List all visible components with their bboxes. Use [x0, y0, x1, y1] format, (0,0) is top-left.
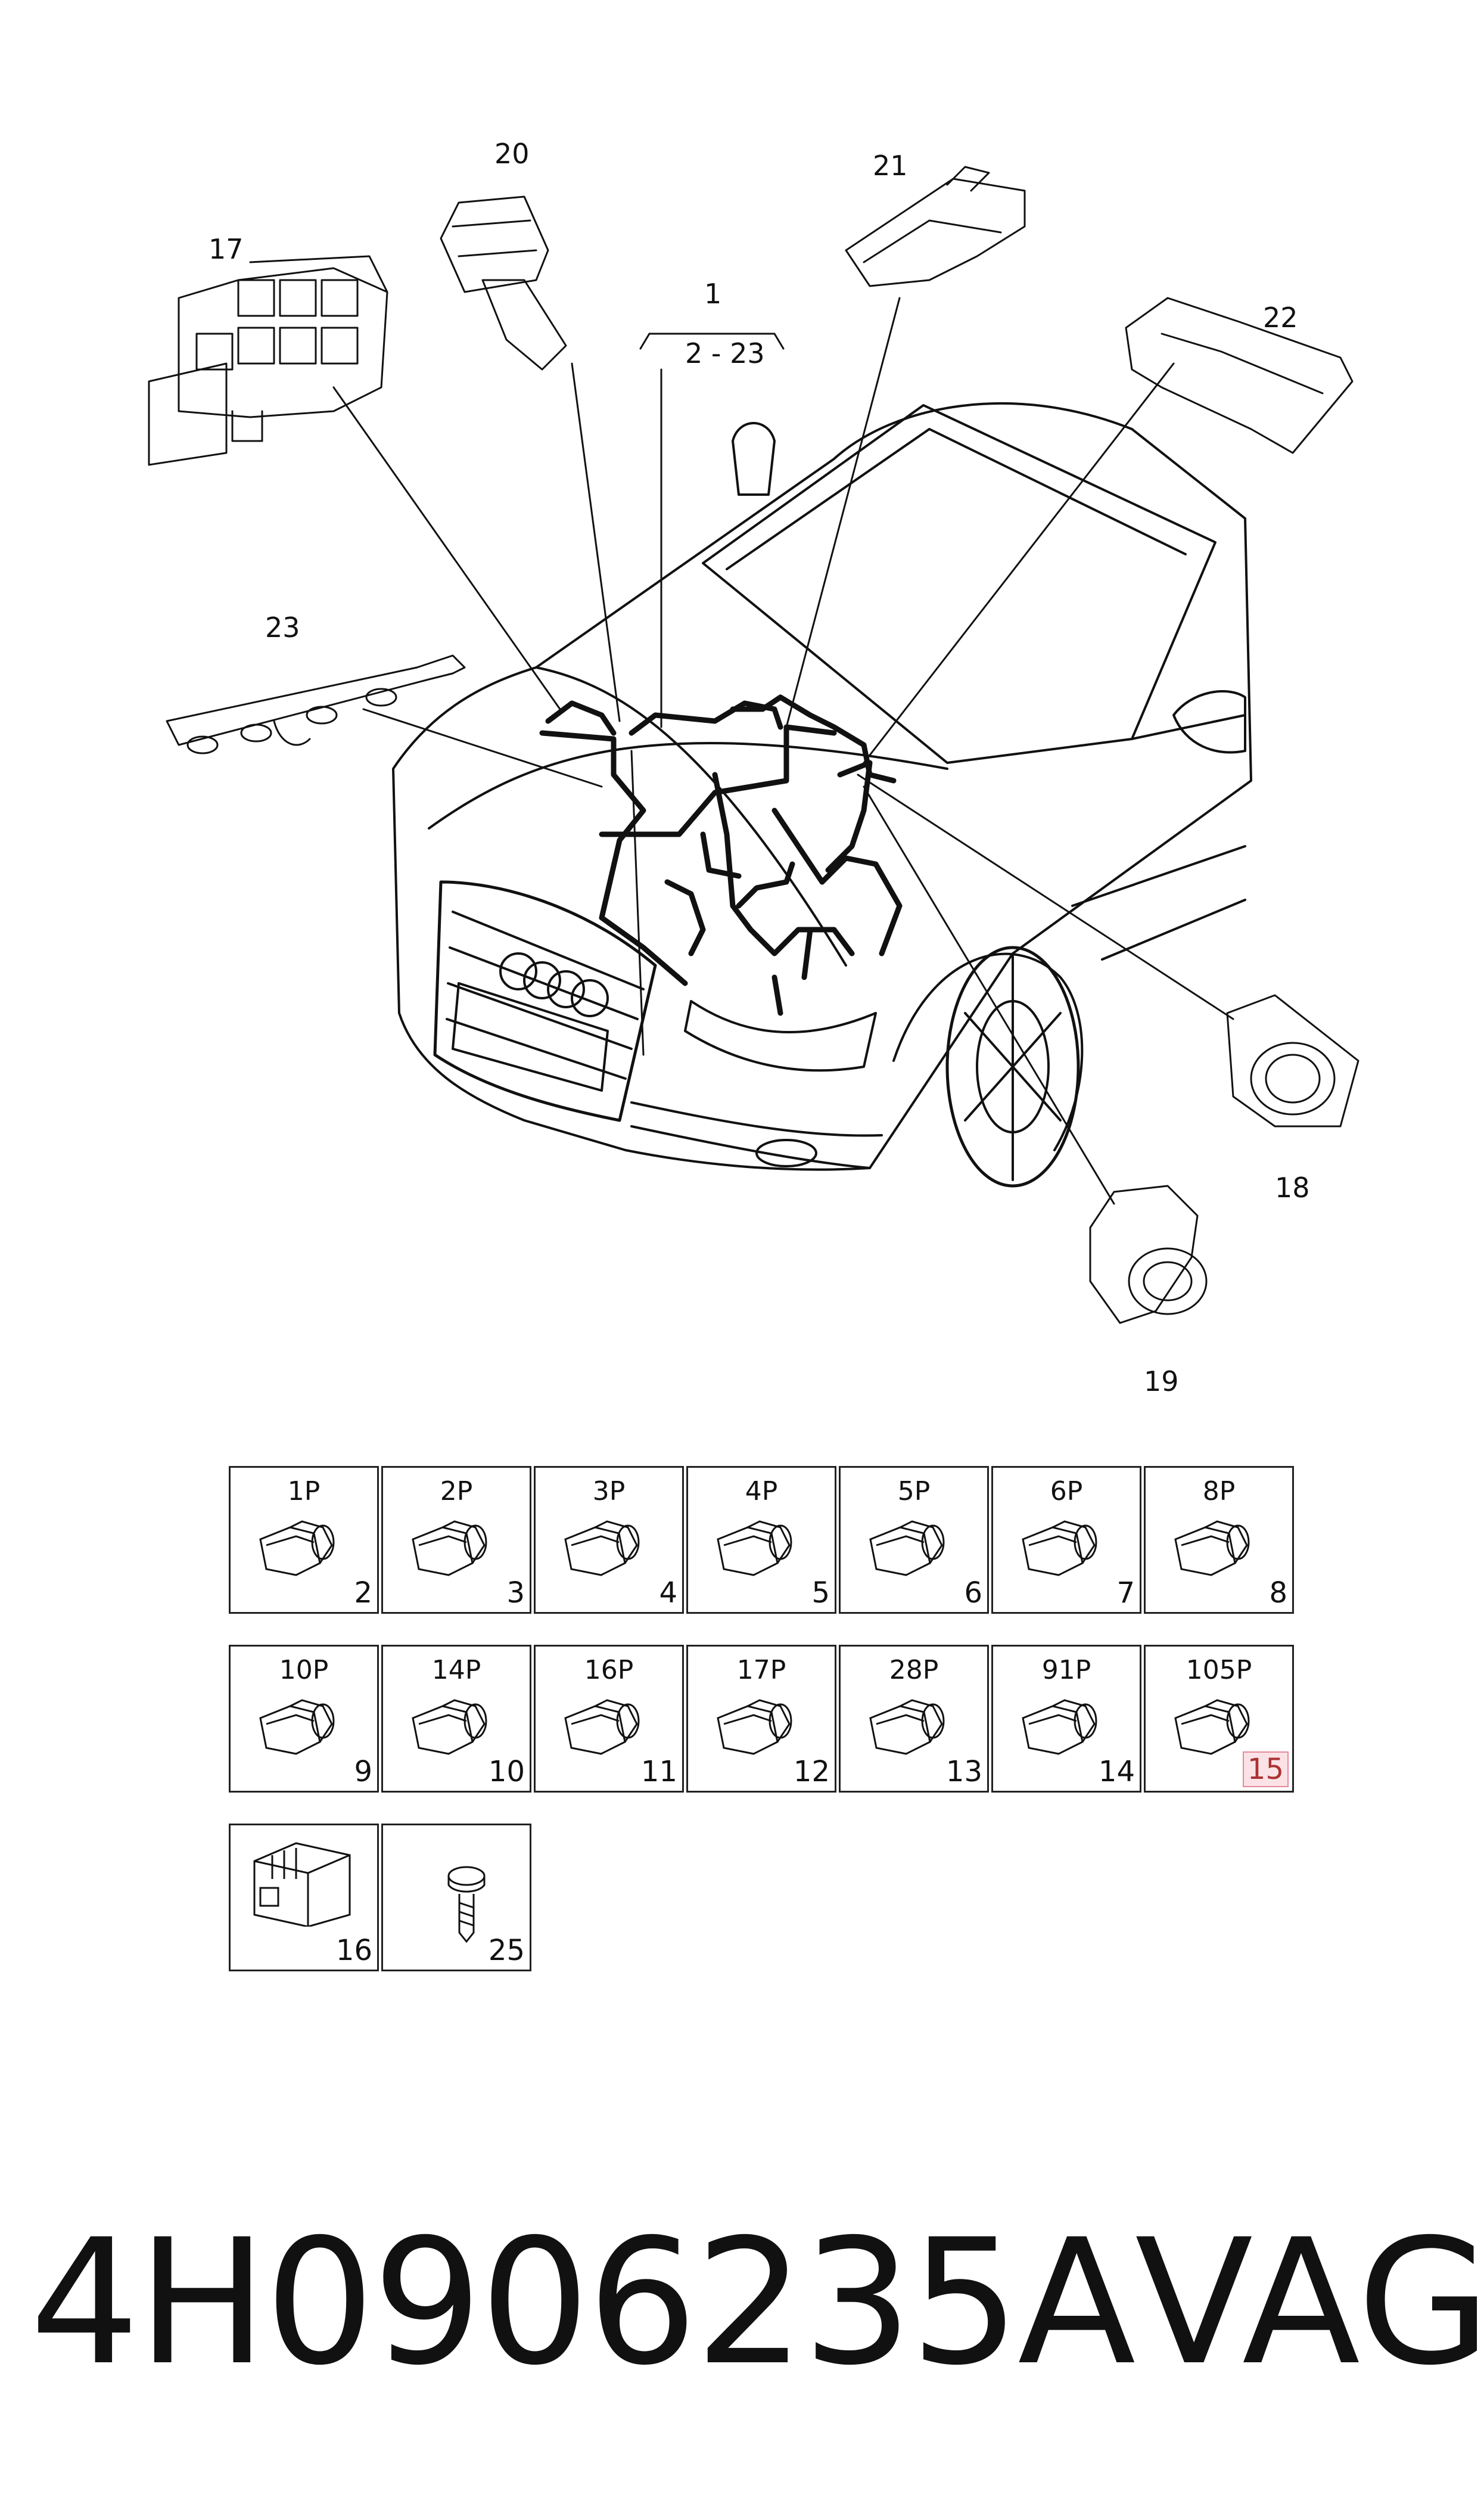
connector-plug-icon [412, 1699, 487, 1755]
rail-23-drawing [166, 654, 466, 754]
connector-plug-icon [259, 1699, 335, 1755]
cover-21-drawing [845, 166, 1026, 287]
connector-cell[interactable]: 17P 12 [686, 1645, 836, 1793]
connector-number: 10 [488, 1755, 525, 1788]
connector-label: 6P [1050, 1476, 1083, 1507]
connector-20-drawing [440, 195, 567, 371]
connector-label: 14P [431, 1655, 481, 1685]
connector-cell[interactable]: 14P 10 [381, 1645, 531, 1793]
callout-19: 19 [1144, 1365, 1179, 1397]
cover-22-drawing [1125, 297, 1354, 454]
connector-plug-icon [412, 1520, 487, 1576]
connector-number: 5 [811, 1576, 830, 1610]
connector-label: 5P [897, 1476, 931, 1507]
connector-plug-icon [564, 1520, 640, 1576]
callout-1: 1 [704, 278, 722, 310]
callout-22: 22 [1263, 302, 1298, 334]
connector-number: 2 [354, 1576, 372, 1610]
connector-number: 12 [793, 1755, 830, 1788]
control-unit-icon [253, 1842, 351, 1927]
connector-plug-icon [1022, 1699, 1097, 1755]
connector-plug-icon [259, 1520, 335, 1576]
connector-plug-icon [717, 1520, 792, 1576]
wiring-harness-shape [539, 694, 903, 1016]
connector-label: 10P [279, 1655, 329, 1685]
callout-18: 18 [1275, 1172, 1310, 1204]
connector-label: 28P [889, 1655, 939, 1685]
callout-21: 21 [873, 150, 908, 182]
callout-17: 17 [209, 233, 244, 265]
screw-icon [447, 1866, 486, 1943]
connector-number: 6 [964, 1576, 982, 1610]
connector-cell[interactable]: 1P 2 [229, 1466, 379, 1614]
connector-label: 16P [584, 1655, 634, 1685]
connector-label: 3P [592, 1476, 626, 1507]
grommet-18-drawing [1226, 994, 1359, 1128]
connector-number: 8 [1269, 1576, 1287, 1610]
connector-label: 2P [440, 1476, 473, 1507]
connector-cell[interactable]: 16P 11 [534, 1645, 684, 1793]
connector-cell-highlighted[interactable]: 105P 15 [1144, 1645, 1294, 1793]
connector-label: 105P [1186, 1655, 1252, 1685]
connector-label: 4P [745, 1476, 778, 1507]
connector-plug-icon [1174, 1699, 1250, 1755]
connector-label: 91P [1041, 1655, 1091, 1685]
connector-label: 8P [1202, 1476, 1236, 1507]
connector-cell[interactable]: 3P 4 [534, 1466, 684, 1614]
wiring-harness-diagram: 1 2 - 23 17 18 19 20 21 22 23 [148, 138, 1359, 1397]
callout-1-range: 2 - 23 [685, 337, 765, 369]
part-number-25: 25 [488, 1934, 525, 1967]
car-body-outline [392, 402, 1252, 1188]
connector-label: 17P [736, 1655, 786, 1685]
brand-label: VAG [1135, 2203, 1484, 2403]
connector-number: 11 [640, 1755, 677, 1788]
connector-cell[interactable]: 6P 7 [991, 1466, 1141, 1614]
screw-cell[interactable]: 25 [381, 1824, 531, 1971]
connector-plug-icon [1022, 1520, 1097, 1576]
connector-cell[interactable]: 4P 5 [686, 1466, 836, 1614]
connector-number: 7 [1116, 1576, 1135, 1610]
callout-20: 20 [494, 138, 530, 170]
connector-plug-icon [1174, 1520, 1250, 1576]
control-unit-cell[interactable]: 16 [229, 1824, 379, 1971]
connector-number: 9 [354, 1755, 372, 1788]
connector-number: 13 [945, 1755, 982, 1788]
connector-number: 14 [1098, 1755, 1135, 1788]
connector-cell[interactable]: 2P 3 [381, 1466, 531, 1614]
connector-label: 1P [287, 1476, 321, 1507]
leader-lines [332, 297, 1234, 1205]
connector-cell[interactable]: 5P 6 [839, 1466, 989, 1614]
connector-plug-icon [869, 1699, 945, 1755]
connector-cell[interactable]: 91P 14 [991, 1645, 1141, 1793]
connector-number-highlighted: 15 [1242, 1751, 1289, 1787]
diagram-drawing [148, 166, 1359, 1324]
part-number-16: 16 [335, 1934, 372, 1967]
connector-plug-icon [717, 1699, 792, 1755]
connector-plug-icon [564, 1699, 640, 1755]
connector-cell[interactable]: 8P 8 [1144, 1466, 1294, 1614]
connector-number: 4 [659, 1576, 677, 1610]
connector-cell[interactable]: 10P 9 [229, 1645, 379, 1793]
connector-plug-icon [869, 1520, 945, 1576]
connector-cell[interactable]: 28P 13 [839, 1645, 989, 1793]
connector-number: 3 [506, 1576, 525, 1610]
callout-23: 23 [265, 611, 300, 644]
part-number: 4H0906235A [30, 2203, 1136, 2403]
grommet-19-drawing [1089, 1185, 1208, 1324]
fuse-box-drawing [148, 255, 388, 466]
